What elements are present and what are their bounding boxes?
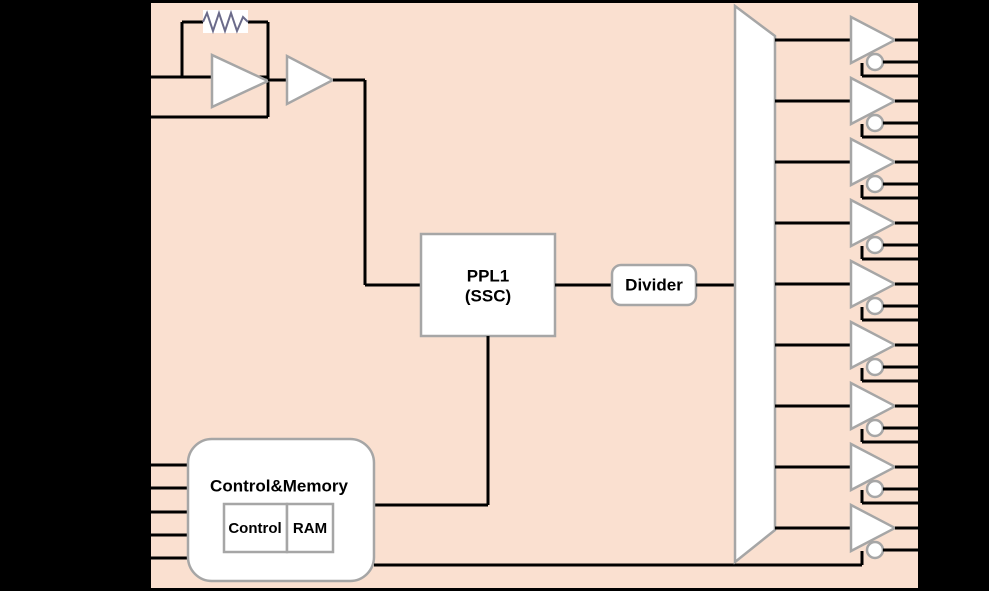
oscillator-buffer-triangle [285,53,336,107]
buffer-triangle-7 [849,380,898,432]
pll-to-control-wire [374,336,490,507]
output-buffer-7[interactable] [849,380,918,444]
ram-subblock-label: RAM [293,520,327,537]
ram-subblock[interactable] [285,502,335,554]
output-buffer-1[interactable] [849,14,918,78]
buffer-invert-bubble-2 [865,113,885,133]
control-memory-label: Control&Memory [210,476,348,495]
output-buffer-6[interactable] [849,319,918,383]
output-buffer-8[interactable] [849,441,918,505]
buffer-triangle-4 [849,197,898,249]
pll-label-line2: (SSC) [465,286,511,305]
output-buffer-3[interactable] [849,136,918,200]
buffer-triangle-5 [849,258,898,310]
control-subblock-label: Control [228,520,281,537]
buffer-triangle-6 [849,319,898,371]
buffer-invert-bubble-8 [865,479,885,499]
osc-to-pll-wire [333,78,421,287]
buffer-invert-bubble-4 [865,235,885,255]
buffer-triangle-3 [849,136,898,188]
resistor-zigzag [202,9,249,35]
control-subblock[interactable] [222,502,289,554]
buffer-invert-bubble-7 [865,418,885,438]
output-buffer-5[interactable] [849,258,918,322]
buffer-invert-bubble-5 [865,296,885,316]
buffer-invert-bubble-3 [865,174,885,194]
buffer-invert-bubble-1 [865,52,885,72]
output-buffer-4[interactable] [849,197,918,261]
divider-label: Divider [625,275,683,294]
buffer-invert-bubble-6 [865,357,885,377]
buffer-triangle-8 [849,441,898,493]
feedback-resistor [202,9,249,35]
oscillator-amplifier-triangle [210,53,271,109]
output-buffer-2[interactable] [849,75,918,139]
output-mux[interactable] [733,3,777,565]
pll-label-line1: PPL1 [467,266,510,285]
buffer-triangle-2 [849,75,898,127]
output-buffer-9[interactable] [849,502,918,560]
buffer-invert-bubble-9 [865,540,885,560]
mux-output-wires [775,38,851,530]
left-bottom-pins [151,463,200,560]
oscillator-feedback-net [180,20,270,117]
buffer-triangle-9 [849,502,898,554]
buffer-triangle-1 [849,14,898,66]
